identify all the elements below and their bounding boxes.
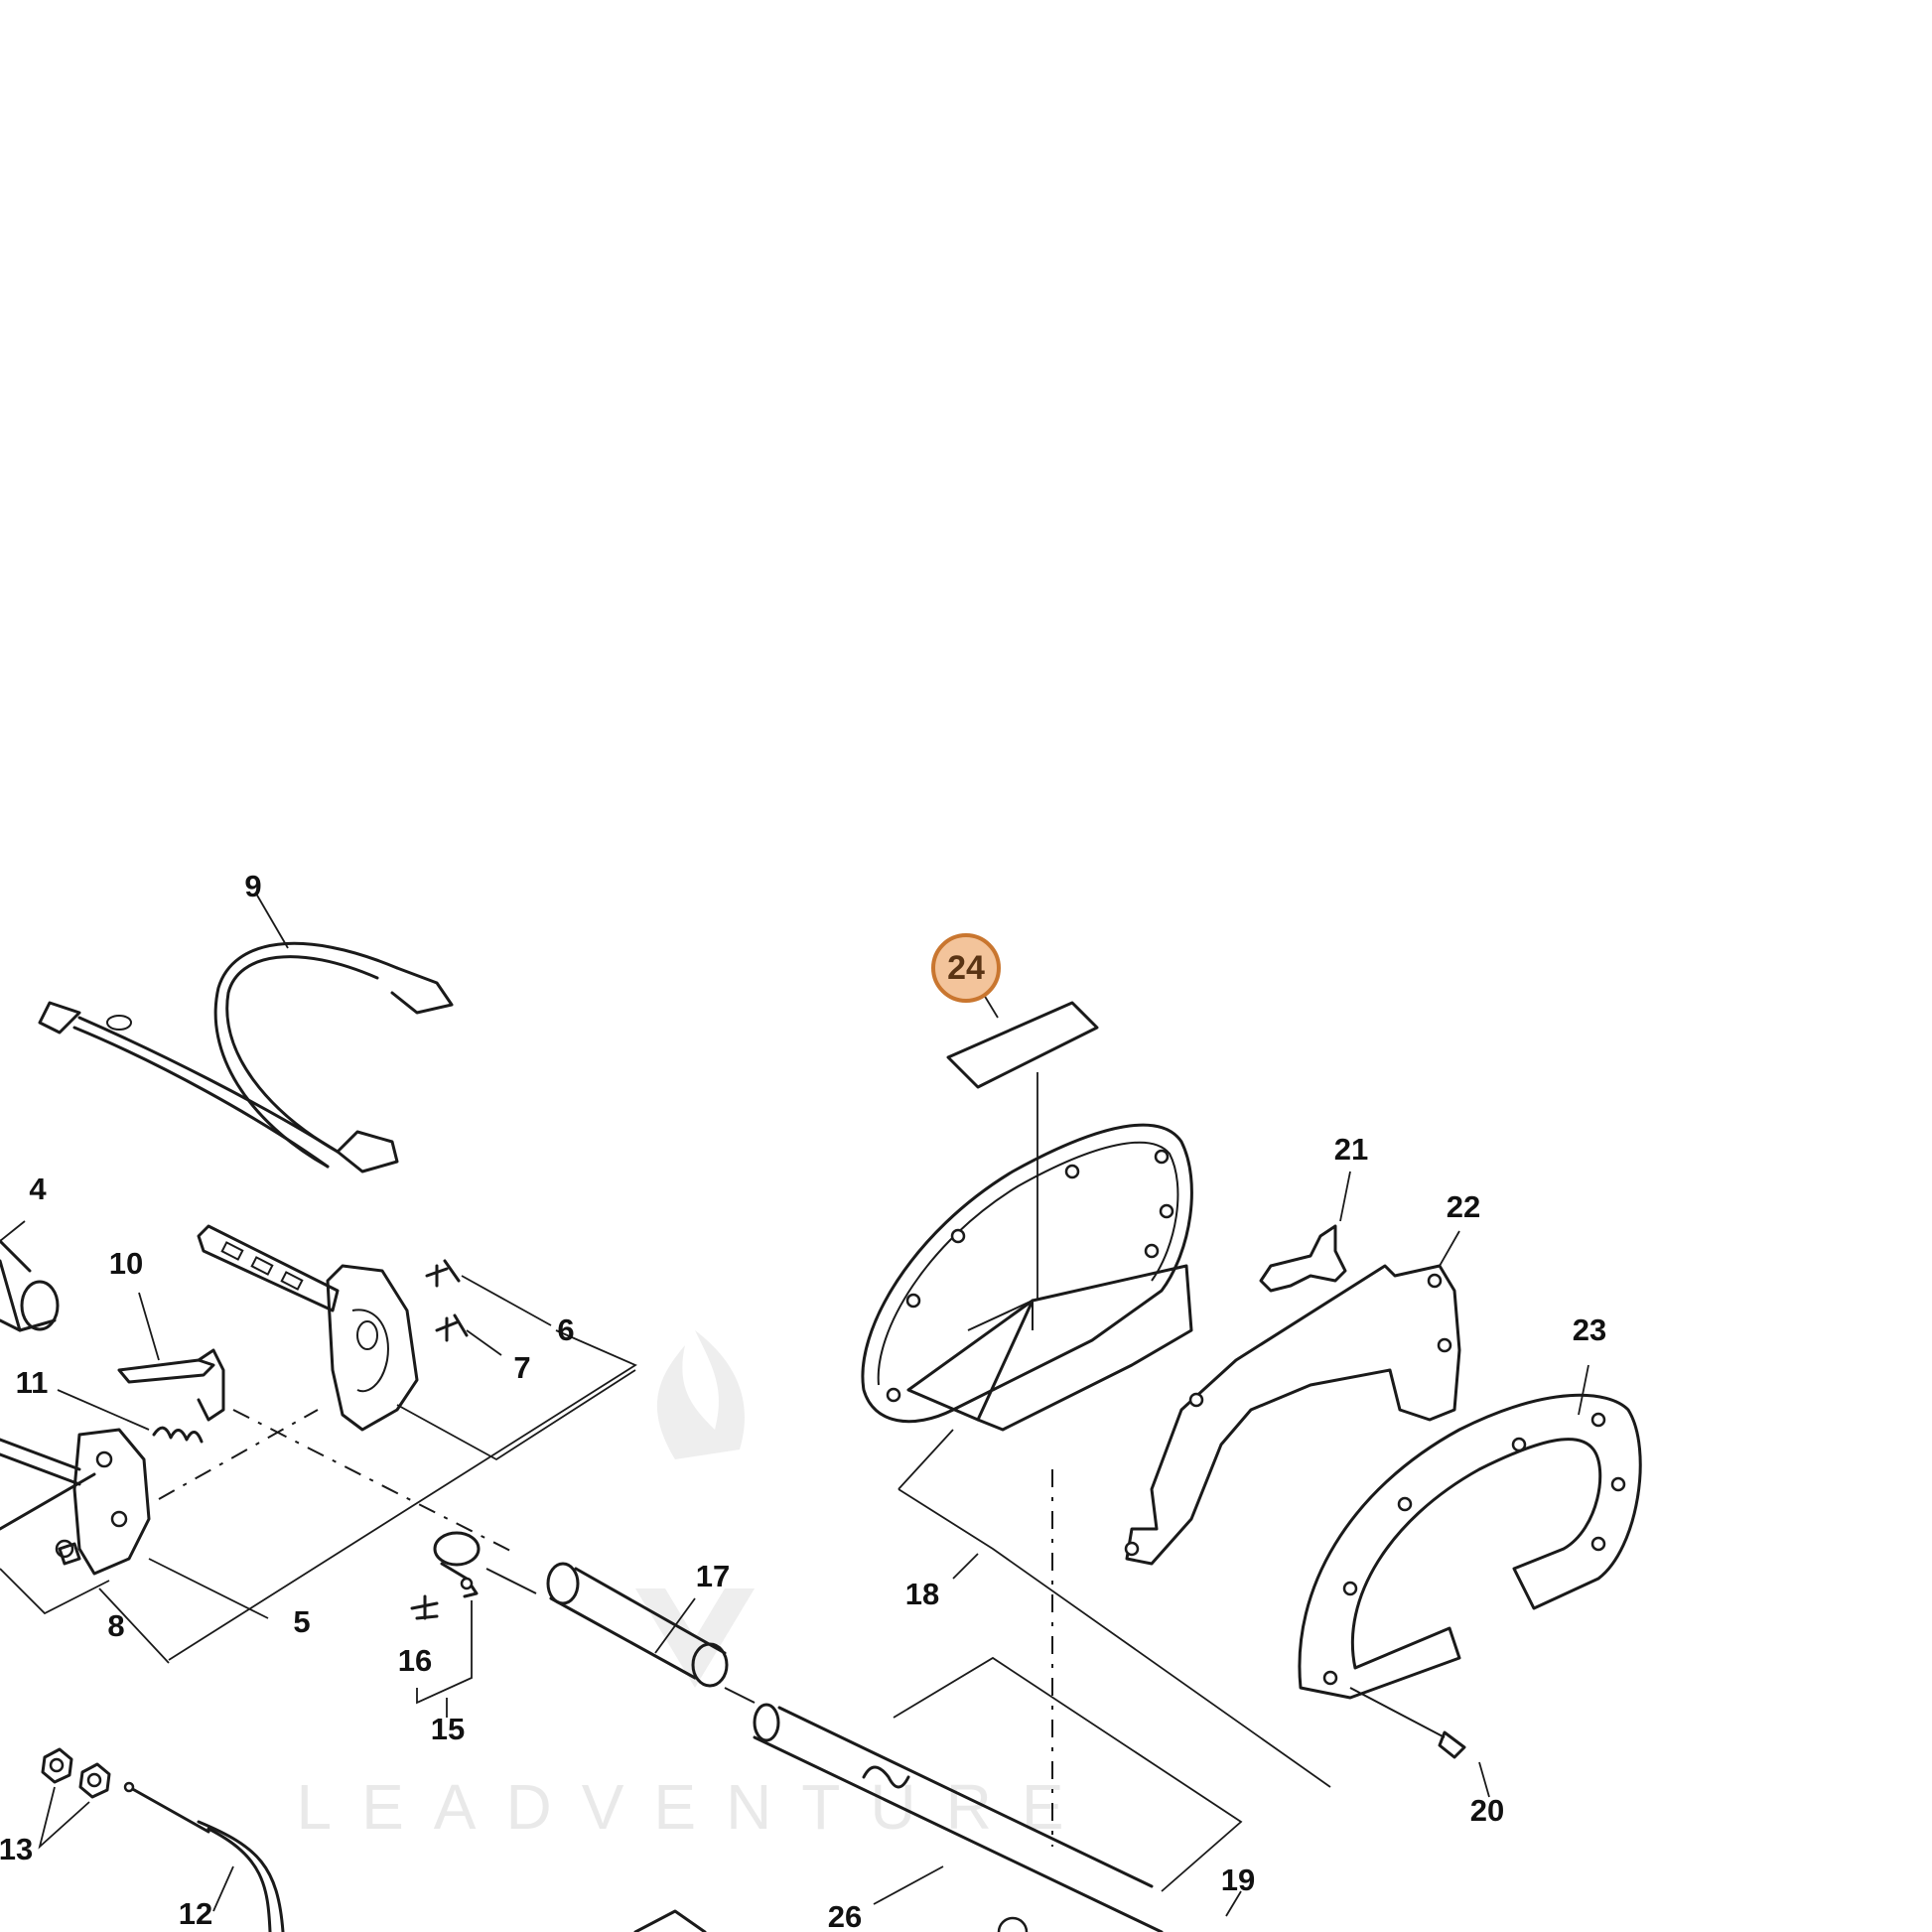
callout-10[interactable]: 10 [109, 1246, 143, 1281]
part-26-shaft [724, 1687, 1164, 1932]
callout-13[interactable]: 13 [0, 1832, 33, 1866]
part-13-nuts [38, 1747, 111, 1850]
callout-22[interactable]: 22 [1447, 1189, 1480, 1224]
callout-24[interactable]: 24 [947, 949, 985, 987]
callout-4[interactable]: 4 [29, 1172, 47, 1206]
callout-19[interactable]: 19 [1221, 1863, 1255, 1897]
callout-8[interactable]: 8 [107, 1608, 124, 1643]
callout-5[interactable]: 5 [293, 1604, 310, 1639]
callout-23[interactable]: 23 [1573, 1312, 1606, 1347]
part-20-screw [1349, 1687, 1490, 1798]
part-housing-left [0, 1428, 151, 1576]
callout-24-highlight[interactable]: 24 [931, 933, 1001, 1003]
part-5-handle [197, 1224, 419, 1432]
part-8-nut [58, 1542, 81, 1566]
callout-6[interactable]: 6 [557, 1312, 574, 1347]
part-18-guard [861, 1123, 1193, 1580]
part-6-screw [425, 1259, 552, 1326]
callout-15[interactable]: 15 [431, 1712, 465, 1746]
part-9-wire-harness [38, 893, 454, 1173]
leader-bracket-19 [893, 1469, 1243, 1917]
callout-26[interactable]: 26 [828, 1899, 862, 1932]
leader-bracket-left [0, 1329, 637, 1664]
part-21-clip [1259, 1171, 1351, 1293]
callout-18[interactable]: 18 [905, 1577, 939, 1611]
callout-12[interactable]: 12 [179, 1896, 212, 1931]
callouts: 9 4 10 11 6 7 8 5 16 15 17 18 13 12 26 1… [0, 869, 1606, 1932]
callout-17[interactable]: 17 [696, 1559, 730, 1593]
leader-bracket-15 [416, 1600, 473, 1718]
callout-21[interactable]: 21 [1334, 1132, 1368, 1167]
watermark-text: LEADVENTURE [297, 1771, 1094, 1843]
part-15-clamp [433, 1531, 481, 1598]
part-11-spring [57, 1389, 204, 1444]
callout-7[interactable]: 7 [513, 1350, 530, 1385]
part-12-cable [123, 1781, 285, 1932]
part-26-housing-edge [633, 1909, 1029, 1932]
part-7-screw [435, 1313, 502, 1356]
part-22-plate [1124, 1230, 1461, 1566]
leader-bracket-18 [897, 1488, 1331, 1788]
callout-16[interactable]: 16 [398, 1643, 432, 1678]
callout-9[interactable]: 9 [244, 869, 261, 903]
part-16-screw [410, 1594, 439, 1620]
callout-11[interactable]: 11 [16, 1365, 49, 1400]
part-17-tube [485, 1562, 729, 1688]
part-10-lever [117, 1292, 225, 1422]
callout-20[interactable]: 20 [1470, 1793, 1504, 1828]
highlight-circle [931, 933, 1001, 1003]
part-4-tube [0, 1220, 60, 1332]
part-23-gasket [1298, 1364, 1642, 1700]
flame-logo-icon [635, 1330, 755, 1688]
